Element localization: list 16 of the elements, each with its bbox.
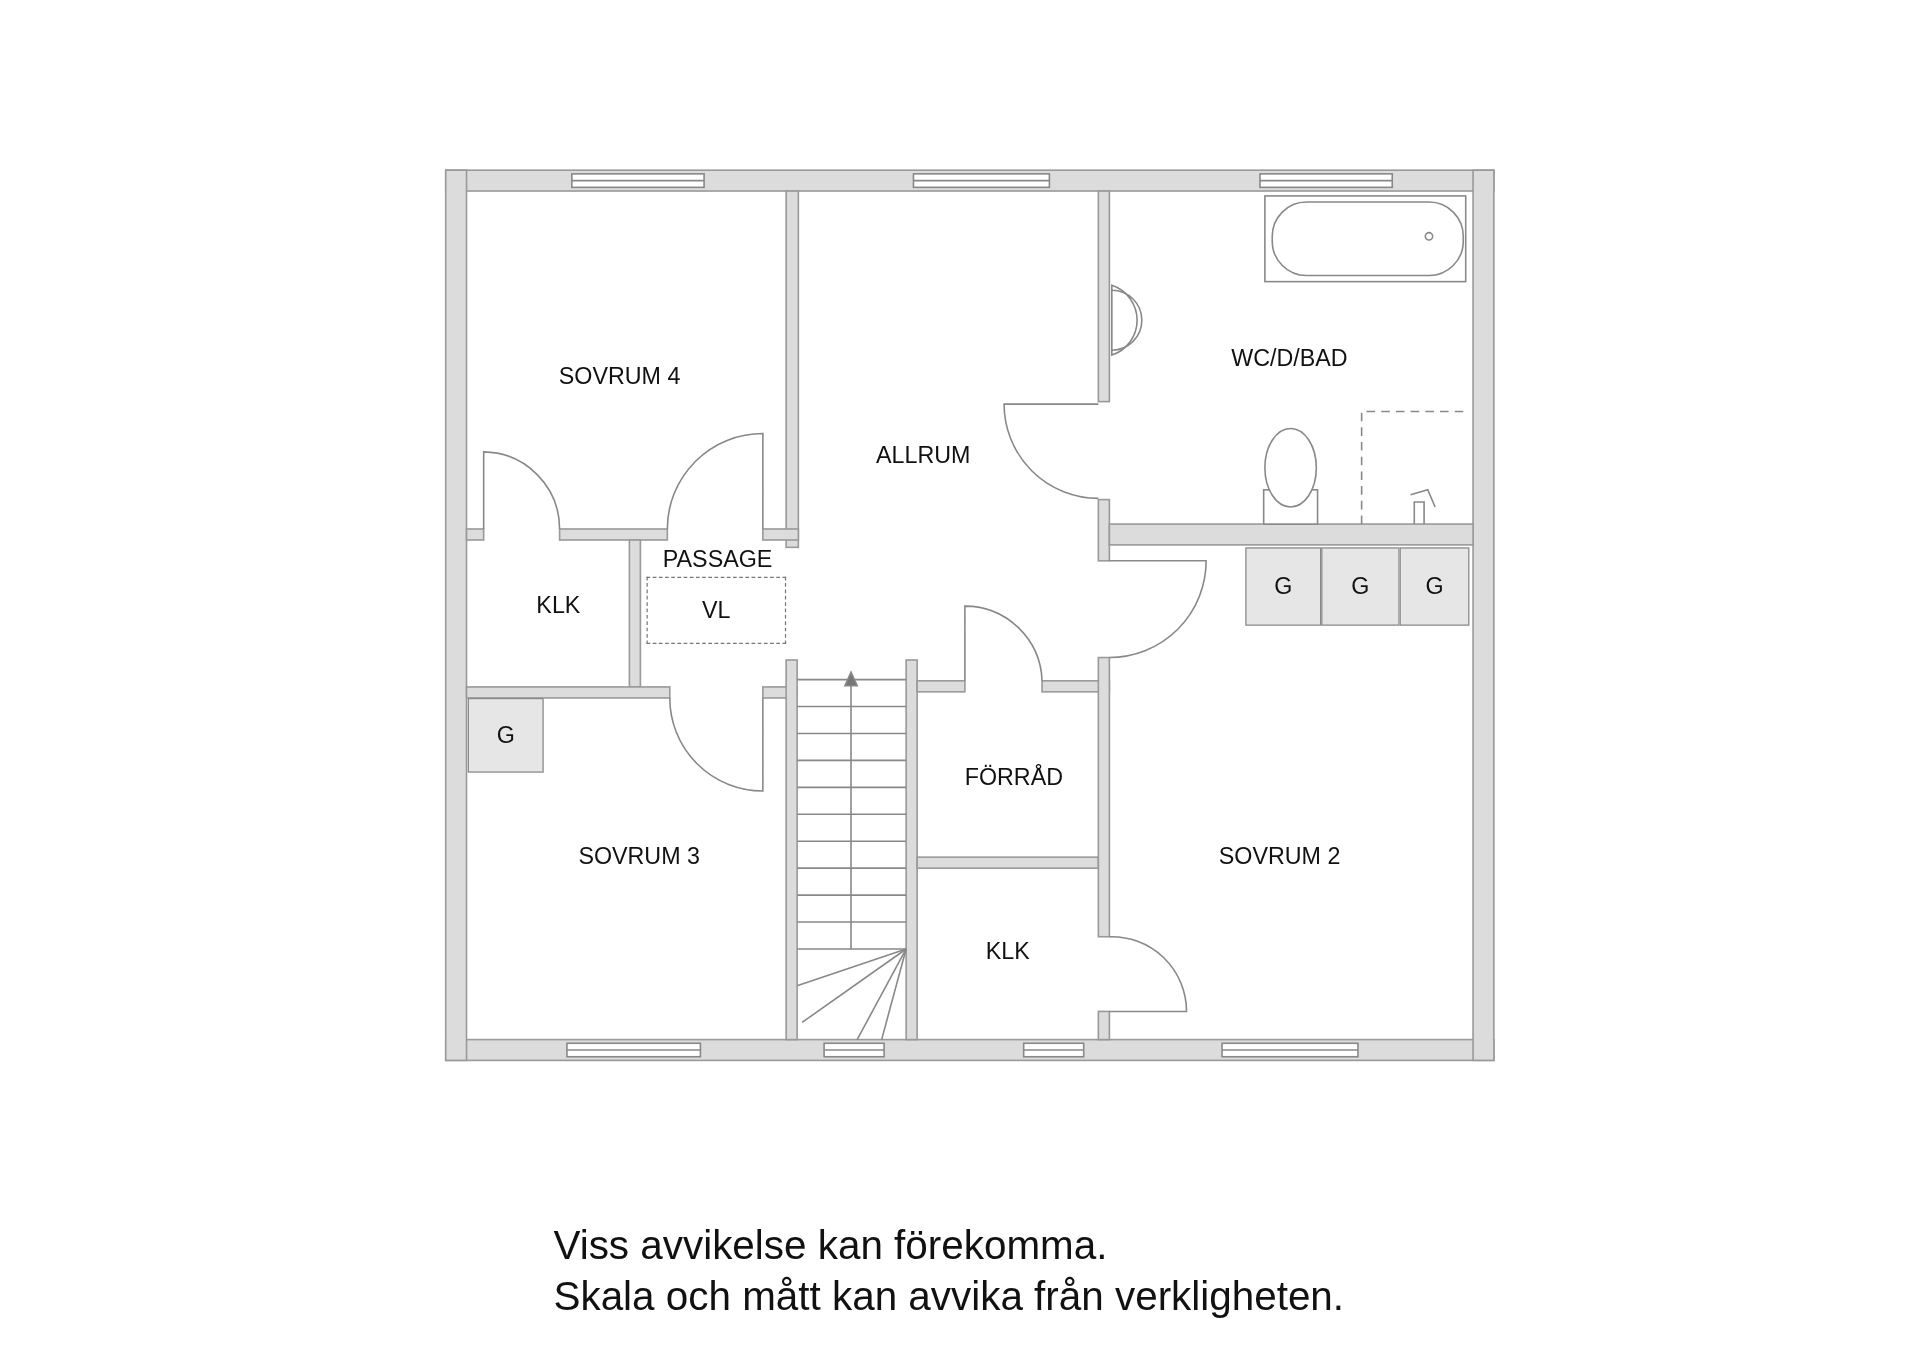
room-label: SOVRUM 2 <box>1218 843 1341 871</box>
room-label: KLK <box>985 937 1030 965</box>
wardrobe-box: G <box>1245 547 1322 626</box>
room-label: KLK <box>536 592 581 620</box>
disclaimer-note: Skala och mått kan avvika från verkligheten. <box>553 1273 1345 1320</box>
room-label: SOVRUM 4 <box>558 363 681 391</box>
room-label: SOVRUM 3 <box>578 843 700 871</box>
room-label: PASSAGE <box>662 546 773 574</box>
wardrobe-box: G <box>1321 547 1400 626</box>
wardrobe-box: G <box>467 697 544 773</box>
room-label: FÖRRÅD <box>964 764 1063 791</box>
dashed-area: VL <box>646 576 787 645</box>
wardrobe-box: G <box>1399 547 1470 626</box>
room-label: ALLRUM <box>876 442 971 469</box>
disclaimer-note: Viss avvikelse kan förekomma. <box>553 1222 1108 1269</box>
room-label: WC/D/BAD <box>1231 345 1348 373</box>
